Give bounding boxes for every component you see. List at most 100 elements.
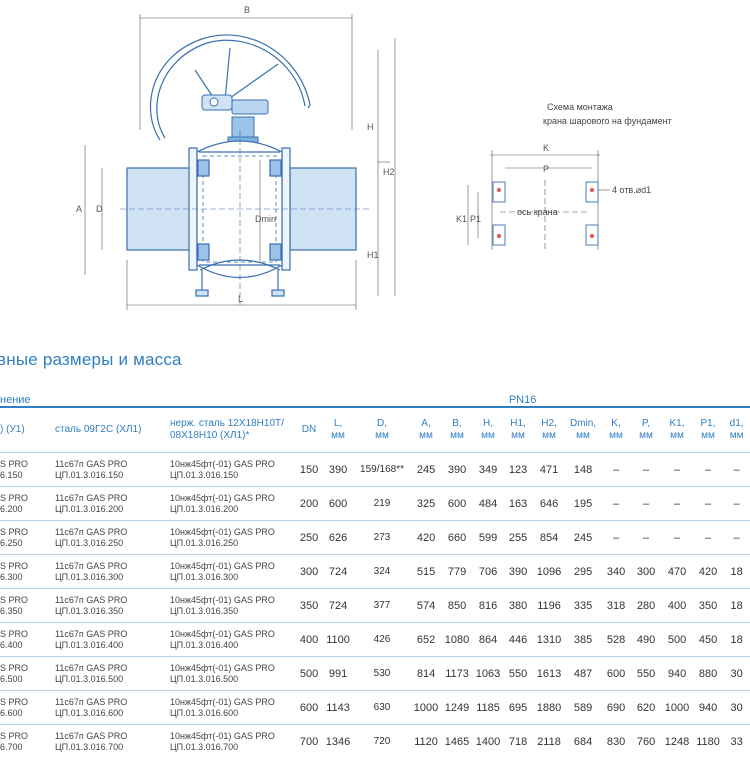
value-cell: 2118 — [533, 725, 565, 758]
steel-model-cell-line2: ЦП.01.3.016.600 — [55, 708, 170, 719]
value-cell: 1310 — [533, 623, 565, 657]
col-header-label: H2, — [533, 418, 565, 430]
value-cell: 295 — [565, 555, 601, 589]
value-cell: 340 — [601, 555, 631, 589]
value-cell: 850 — [441, 589, 473, 623]
dim-L: L — [238, 294, 243, 304]
value-cell: 1173 — [441, 657, 473, 691]
col-header: H2,мм — [533, 407, 565, 453]
value-cell: 1180 — [693, 725, 723, 758]
stainless-model-cell-line1: 10нж45фт(-01) GAS PRO — [170, 663, 295, 674]
value-cell: 599 — [473, 521, 503, 555]
value-cell: 490 — [631, 623, 661, 657]
value-cell: 652 — [411, 623, 441, 657]
value-cell: 779 — [441, 555, 473, 589]
value-cell: 377 — [353, 589, 411, 623]
stainless-model-cell-line1: 10нж45фт(-01) GAS PRO — [170, 493, 295, 504]
scheme-P: P — [543, 164, 549, 174]
col-header: d1,мм — [723, 407, 750, 453]
value-cell: 420 — [693, 555, 723, 589]
value-cell: 325 — [411, 487, 441, 521]
value-cell: – — [723, 487, 750, 521]
value-cell: 426 — [353, 623, 411, 657]
steel-model-cell-line2: ЦП.01.3.016.500 — [55, 674, 170, 685]
col-header-label: P1, — [693, 418, 723, 430]
value-cell: 660 — [441, 521, 473, 555]
scheme-title-1: Схема монтажа — [547, 102, 613, 112]
dim-H1: H1 — [367, 250, 379, 260]
cut-cell-line2: 6.150 — [0, 470, 55, 481]
value-cell: 1613 — [533, 657, 565, 691]
col-header-label: H1, — [503, 418, 533, 430]
value-cell: 720 — [353, 725, 411, 758]
steel-model-cell-line1: 11с67п GAS PRO — [55, 731, 170, 742]
col-header-unit: мм — [693, 430, 723, 442]
cut-cell-line1: S PRO — [0, 731, 55, 742]
value-cell: 500 — [295, 657, 323, 691]
stainless-model-cell-line1: 10нж45фт(-01) GAS PRO — [170, 527, 295, 538]
dim-H2: H2 — [383, 167, 395, 177]
value-cell: 318 — [601, 589, 631, 623]
value-cell: 724 — [323, 589, 353, 623]
value-cell: 450 — [693, 623, 723, 657]
value-cell: 400 — [295, 623, 323, 657]
value-cell: 1196 — [533, 589, 565, 623]
dim-H: H — [367, 122, 374, 132]
stainless-model-cell-line1: 10нж45фт(-01) GAS PRO — [170, 697, 295, 708]
section-title: вные размеры и масса — [0, 350, 182, 370]
value-cell: – — [723, 453, 750, 487]
steel-model-cell-line1: 11с67п GAS PRO — [55, 561, 170, 572]
col-header-unit: мм — [503, 430, 533, 442]
stainless-model-cell-line2: ЦП.01.3.016.150 — [170, 470, 295, 481]
col-header: D,мм — [353, 407, 411, 453]
value-cell: 30 — [723, 657, 750, 691]
stainless-model-cell-line1: 10нж45фт(-01) GAS PRO — [170, 595, 295, 606]
col-header-label: Dmin, — [565, 418, 601, 430]
value-cell: – — [601, 487, 631, 521]
stainless-model-cell-line2: ЦП.01.3.016.400 — [170, 640, 295, 651]
value-cell: 335 — [565, 589, 601, 623]
value-cell: 324 — [353, 555, 411, 589]
value-cell: – — [631, 487, 661, 521]
value-cell: 159/168** — [353, 453, 411, 487]
value-cell: – — [723, 521, 750, 555]
col-header-label: P, — [631, 418, 661, 430]
value-cell: 245 — [565, 521, 601, 555]
cut-cell-line1: S PRO — [0, 459, 55, 470]
value-cell: 350 — [693, 589, 723, 623]
group-pn16-header: PN16 — [295, 380, 750, 407]
value-cell: 1096 — [533, 555, 565, 589]
dimensions-table-wrap: нение PN16 ) (У1) сталь 09Г2С (ХЛ1) нерж… — [0, 380, 750, 758]
dim-B: B — [244, 5, 250, 15]
value-cell: 816 — [473, 589, 503, 623]
steel-model-cell-line1: 11с67п GAS PRO — [55, 629, 170, 640]
cut-cell-line2: 6.300 — [0, 572, 55, 583]
value-cell: – — [601, 521, 631, 555]
col-header-unit: мм — [473, 430, 503, 442]
value-cell: 33 — [723, 725, 750, 758]
value-cell: 589 — [565, 691, 601, 725]
col-header: K1,мм — [661, 407, 693, 453]
value-cell: 250 — [295, 521, 323, 555]
value-cell: 18 — [723, 623, 750, 657]
value-cell: 18 — [723, 589, 750, 623]
value-cell: 1080 — [441, 623, 473, 657]
value-cell: 219 — [353, 487, 411, 521]
value-cell: – — [661, 453, 693, 487]
value-cell: 150 — [295, 453, 323, 487]
stainless-model-cell-line2: ЦП.01.3.016.250 — [170, 538, 295, 549]
